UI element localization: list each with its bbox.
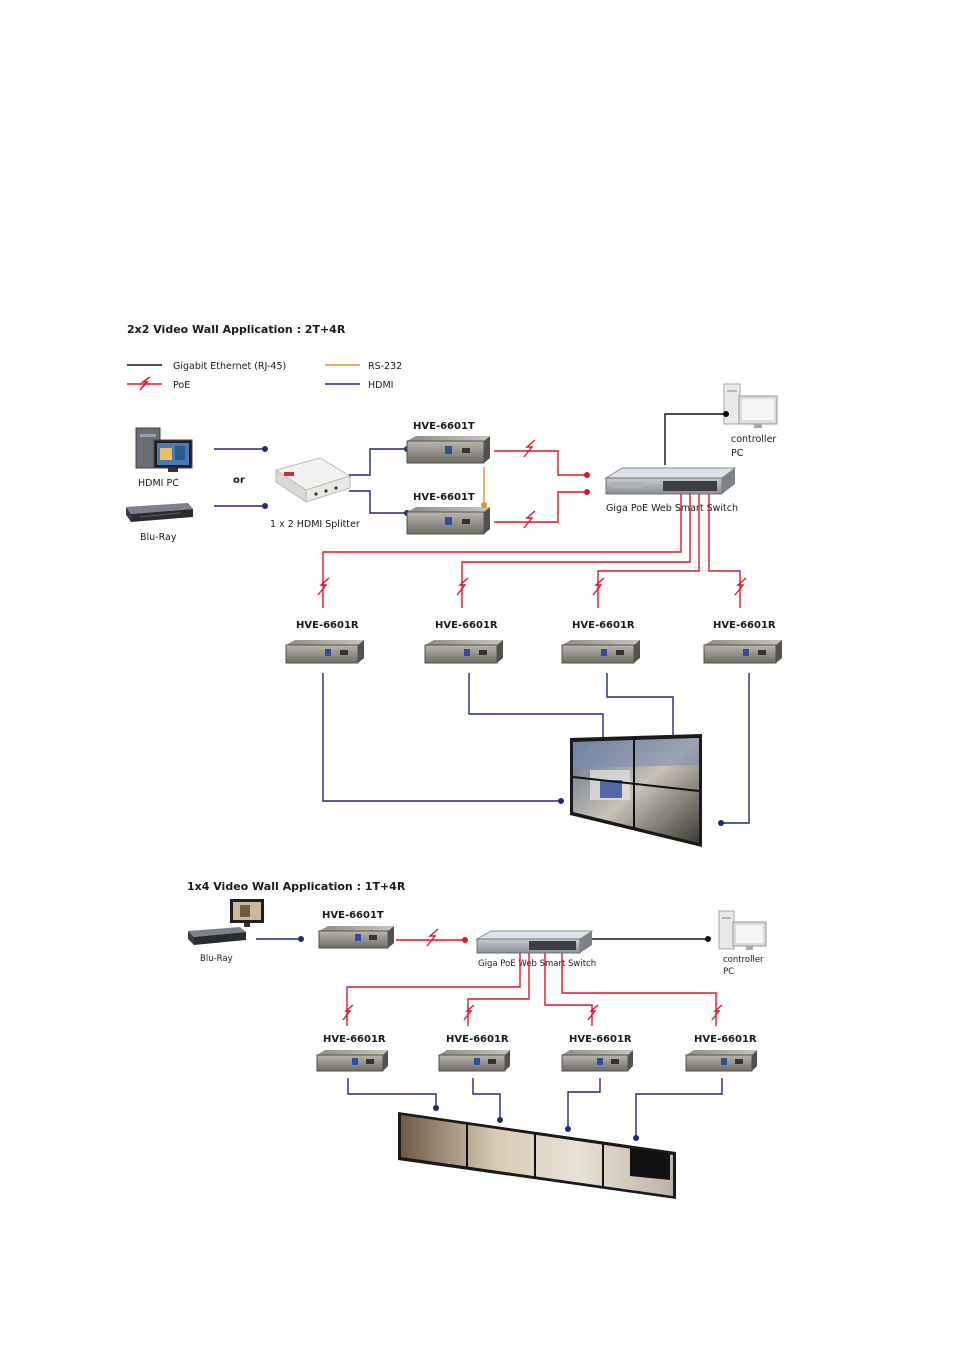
bluray-2-label: Blu-Ray (200, 954, 233, 964)
monitor-icon (230, 899, 264, 927)
poe-dot (462, 937, 468, 943)
receiver-1-label: HVE-6601R (296, 620, 359, 631)
controller-2-label-line1: controller (723, 955, 764, 965)
ethernet-dot (723, 411, 729, 417)
rs232-dot (481, 502, 487, 508)
transmitter-s2-label: HVE-6601T (322, 910, 384, 921)
receiver-s2-1-icon (316, 1050, 388, 1072)
hdmi-wall-2-dots (433, 1105, 639, 1141)
poe-links-transmitters (494, 439, 587, 529)
hdmi-dot (298, 936, 304, 942)
controller-pc-1-icon (723, 383, 778, 428)
controller-1-label-line2: PC (731, 448, 744, 459)
controller-2-label-line2: PC (723, 967, 734, 977)
receiver-3-label: HVE-6601R (572, 620, 635, 631)
receiver-s2-2-icon (438, 1050, 510, 1072)
transmitter-1-icon (406, 436, 490, 464)
legend: Gigabit Ethernet (RJ-45) PoE RS-232 HDMI (127, 361, 402, 391)
legend-ethernet-label: Gigabit Ethernet (RJ-45) (173, 361, 286, 372)
legend-hdmi-label: HDMI (368, 380, 393, 391)
hdmi-links-sources (214, 448, 407, 514)
receiver-s2-3-label: HVE-6601R (569, 1034, 632, 1045)
video-wall-1x4 (398, 1112, 676, 1199)
receiver-2-icon (424, 640, 503, 664)
receiver-s2-4-label: HVE-6601R (694, 1034, 757, 1045)
bluray-label: Blu-Ray (140, 532, 177, 543)
poe-link-transmitter-s2 (396, 928, 465, 947)
receiver-s2-4-icon (685, 1050, 757, 1072)
bluray-2-icon (188, 927, 246, 945)
transmitter-2-icon (406, 507, 490, 535)
legend-poe-label: PoE (173, 380, 190, 391)
video-wall-2x2 (570, 734, 702, 847)
section2-title: 1x4 Video Wall Application : 1T+4R (187, 880, 406, 893)
receiver-3-icon (561, 640, 640, 664)
ethernet-dot (705, 936, 711, 942)
hdmi-links-wall-1 (322, 673, 750, 824)
controller-1-label-line1: controller (731, 434, 776, 445)
hdmi-pc-icon (135, 427, 193, 472)
poe-links-receivers (317, 494, 747, 608)
hdmi-pc-label: HDMI PC (138, 478, 179, 489)
poe-dot (584, 472, 590, 478)
switch-2-label: Giga PoE Web Smart Switch (478, 959, 596, 969)
receiver-1-icon (285, 640, 364, 664)
poe-dot (584, 489, 590, 495)
receiver-2-label: HVE-6601R (435, 620, 498, 631)
or-label: or (233, 475, 245, 486)
receiver-4-icon (703, 640, 782, 664)
bluray-icon (126, 503, 193, 522)
receiver-4-label: HVE-6601R (713, 620, 776, 631)
transmitter-2-label: HVE-6601T (413, 492, 475, 503)
switch-1-icon (604, 467, 737, 495)
switch-1-label: Giga PoE Web Smart Switch (606, 503, 738, 514)
poe-links-receivers-s2 (342, 953, 723, 1026)
receiver-s2-3-icon (561, 1050, 633, 1072)
hdmi-splitter-icon (274, 457, 352, 503)
section1-title: 2x2 Video Wall Application : 2T+4R (127, 323, 346, 336)
ethernet-link-controller-1 (664, 413, 726, 465)
hdmi-links-wall-2 (347, 1078, 723, 1138)
legend-poe-symbol (127, 376, 162, 391)
transmitter-1-label: HVE-6601T (413, 421, 475, 432)
transmitter-s2-icon (318, 926, 394, 949)
splitter-label: 1 x 2 HDMI Splitter (270, 519, 360, 530)
legend-rs232-label: RS-232 (368, 361, 402, 372)
switch-2-icon (475, 930, 594, 954)
receiver-s2-1-label: HVE-6601R (323, 1034, 386, 1045)
controller-pc-2-icon (718, 910, 767, 950)
receiver-s2-2-label: HVE-6601R (446, 1034, 509, 1045)
